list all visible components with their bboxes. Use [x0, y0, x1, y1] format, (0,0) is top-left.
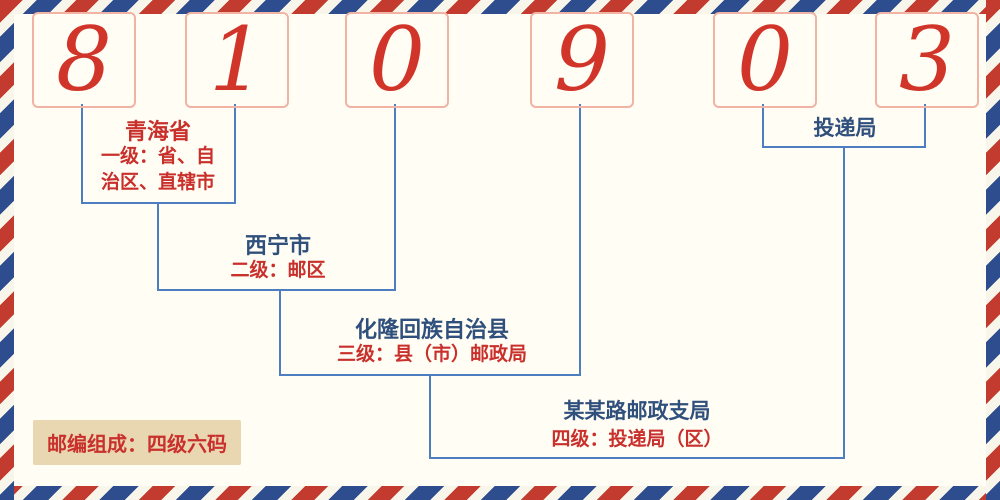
- airmail-border-right: [986, 0, 1000, 500]
- bracket-level2: [157, 104, 396, 291]
- airmail-border-bottom: [0, 486, 1000, 500]
- delivery-office-label: 投递局: [813, 116, 877, 140]
- level3-description: 三级：县（市）邮政局: [336, 343, 528, 365]
- postal-digit-2: 1: [209, 8, 265, 111]
- postal-digit-1: 8: [56, 8, 112, 111]
- level1-place-name: 青海省: [124, 120, 192, 145]
- level1-description: 一级：省、自治区、直辖市: [100, 145, 215, 193]
- composition-note: 邮编组成：四级六码: [33, 420, 241, 465]
- level4-place-name: 某某路邮政支局: [563, 399, 711, 423]
- airmail-border-top: [0, 0, 1000, 14]
- postal-digit-5: 0: [737, 8, 793, 111]
- level2-description: 二级：邮区: [230, 259, 326, 281]
- postal-digit-box-1: 8: [32, 12, 136, 108]
- level4-description: 四级：投递局（区）: [551, 428, 723, 450]
- postal-digit-4: 9: [554, 8, 610, 111]
- postal-digit-box-2: 1: [185, 12, 289, 108]
- postal-digit-box-3: 0: [345, 12, 449, 108]
- postal-digit-3: 0: [369, 8, 425, 111]
- bracket-level4: [429, 147, 845, 459]
- bracket-delivery: [762, 104, 926, 148]
- airmail-border-left: [0, 0, 14, 500]
- postal-digit-box-6: 3: [875, 12, 979, 108]
- postal-digit-box-5: 0: [713, 12, 817, 108]
- level2-place-name: 西宁市: [244, 234, 312, 259]
- postal-digit-6: 3: [899, 8, 955, 111]
- level3-place-name: 化隆回族自治县: [354, 318, 510, 343]
- postal-digit-box-4: 9: [530, 12, 634, 108]
